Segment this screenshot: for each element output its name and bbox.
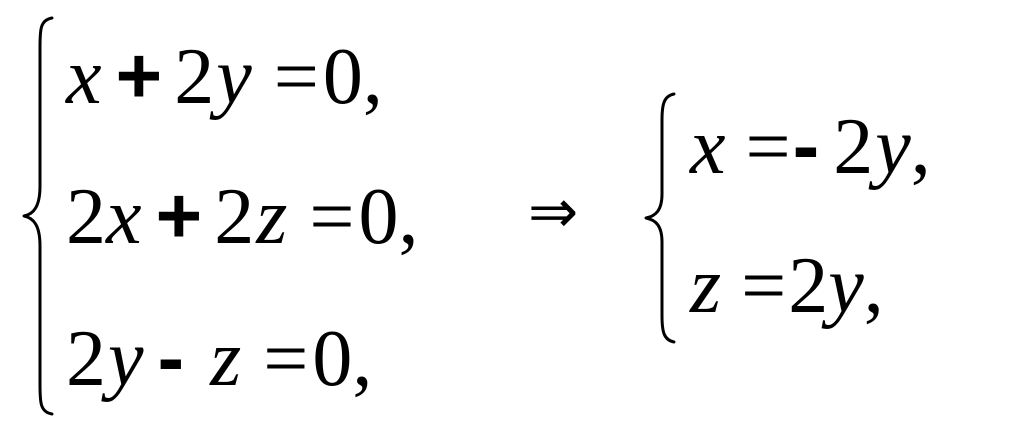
number-term: , bbox=[910, 103, 931, 191]
number-term: 2 bbox=[788, 242, 829, 330]
minus-sign: - bbox=[792, 101, 820, 190]
number-term: 2 bbox=[66, 315, 106, 403]
number-term: 2 bbox=[833, 103, 874, 191]
variable-z: z bbox=[690, 242, 722, 330]
number-term: 0, bbox=[312, 315, 373, 403]
variable-y: y bbox=[828, 242, 864, 330]
equals-sign: = bbox=[309, 173, 355, 261]
variable-y: y bbox=[216, 33, 252, 121]
number-term: 2 bbox=[214, 173, 255, 261]
variable-z: z bbox=[256, 173, 288, 261]
right-equation-1: x=-2y, bbox=[690, 101, 931, 191]
left-equation-2: 2x+2z=0, bbox=[66, 171, 419, 261]
variable-y: y bbox=[875, 103, 911, 191]
number-term: , bbox=[863, 242, 884, 330]
variable-y: y bbox=[108, 315, 144, 403]
variable-z: z bbox=[210, 315, 242, 403]
equals-sign: = bbox=[263, 315, 309, 403]
right-system-brace bbox=[644, 92, 676, 344]
minus-sign: - bbox=[157, 313, 185, 402]
left-equation-3: 2y-z=0, bbox=[66, 313, 373, 403]
implies-arrow: ⇒ bbox=[528, 177, 579, 247]
left-system-brace bbox=[22, 16, 54, 416]
plus-sign: + bbox=[115, 31, 163, 120]
variable-x: x bbox=[66, 33, 102, 121]
left-equation-1: x+2y=0, bbox=[66, 31, 383, 121]
plus-sign: + bbox=[155, 171, 203, 260]
equals-sign: = bbox=[745, 103, 791, 191]
number-term: 2 bbox=[66, 173, 106, 261]
number-term: 0, bbox=[322, 33, 383, 121]
number-term: 2 bbox=[174, 33, 215, 121]
variable-x: x bbox=[106, 173, 142, 261]
number-term: 0, bbox=[358, 173, 419, 261]
right-equation-2: z=2y, bbox=[690, 246, 884, 326]
variable-x: x bbox=[690, 103, 726, 191]
equals-sign: = bbox=[273, 33, 319, 121]
equals-sign: = bbox=[741, 242, 787, 330]
